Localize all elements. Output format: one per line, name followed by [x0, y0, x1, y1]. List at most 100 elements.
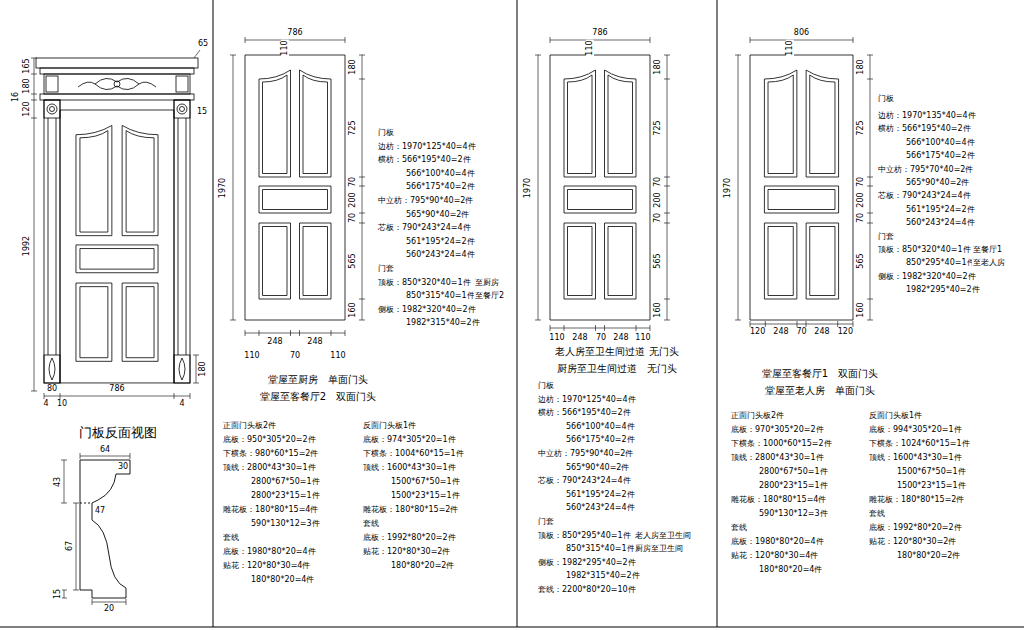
dimension-text: 67: [66, 540, 74, 552]
spec-text: 1500*23*15=1件: [896, 482, 967, 490]
spec-text: 门板: [537, 382, 555, 390]
spec-text: 248: [266, 338, 283, 346]
door-frame: [44, 355, 60, 383]
spec-text: 4: [42, 400, 49, 408]
door-frame: [176, 76, 188, 92]
spec-text: 850*315*40=1件: [565, 545, 636, 553]
dimension-text: 120: [23, 100, 31, 117]
spec-text: 门套: [877, 233, 895, 241]
spec-text: 套线: [222, 534, 240, 542]
spec-text: 老人房至卫生间: [634, 532, 692, 540]
spec-text: 雕花板：180*80*15=4件: [730, 496, 827, 504]
spec-text: 786: [591, 29, 608, 37]
spec-text: 反面门头板1件: [868, 412, 923, 420]
spec-text: 1982*315*40=2件: [565, 572, 641, 580]
spec-text: 248: [306, 338, 323, 346]
spec-text: 565*90*40=2件: [405, 211, 470, 219]
spec-text: 雕花板：180*80*15=2件: [362, 506, 459, 514]
spec-text: 110: [634, 334, 651, 342]
dimension-line: [750, 37, 853, 43]
door-frame: [36, 58, 198, 383]
dimension-line: [31, 58, 37, 391]
dimension-line: [550, 37, 650, 43]
spec-text: 1500*67*50=1件: [390, 478, 461, 486]
spec-text: 雕花板：180*80*15=2件: [868, 496, 965, 504]
dimension-text: 15: [54, 588, 62, 600]
spec-text: 4: [178, 400, 185, 408]
spec-text: 1500*23*15=1件: [390, 492, 461, 500]
door-leaf: [60, 110, 174, 383]
spec-text: 套线：2200*80*20=10件: [537, 586, 637, 594]
spec-text: 110: [329, 352, 346, 360]
spec-text: 566*175*40=2件: [405, 183, 476, 191]
spec-text: 顶板：850*295*40=1件: [537, 532, 632, 540]
dimension-line: [31, 50, 200, 399]
spec-text: 芯板：790*243*24=4件: [877, 192, 972, 200]
spec-text: 80: [46, 385, 58, 393]
door-frame: [44, 100, 60, 118]
spec-text: 1982*295*40=2件: [905, 286, 981, 294]
dimension-text: 1970: [524, 177, 532, 199]
dimension-text: 180: [199, 360, 207, 377]
dimension-line: [194, 50, 200, 58]
door-frame: [36, 58, 198, 68]
dimension-line: [735, 55, 741, 320]
dimension-text: 1970: [219, 177, 227, 199]
dimension-text: 160: [349, 301, 357, 318]
spec-text: 顶板：850*320*40=1件: [877, 246, 972, 254]
sheet-border: [0, 627, 1024, 628]
door-frame: [177, 104, 187, 114]
dimension-text: 725: [857, 119, 865, 136]
sheet-border: [213, 0, 214, 627]
door-frame: [47, 104, 57, 114]
spec-text: 横枋：566*195*40=2件: [377, 156, 472, 164]
dimension-text: 70: [349, 175, 357, 187]
sheet-border: [717, 0, 718, 627]
door-frame: [44, 100, 60, 383]
spec-text: 门板: [877, 95, 895, 103]
spec-text: 下横条：1024*60*15=1件: [868, 440, 971, 448]
spec-text: 64: [99, 446, 111, 454]
spec-text: 590*130*12=3件: [758, 510, 829, 518]
dimension-line: [664, 55, 670, 320]
spec-text: 正面门头板2件: [222, 422, 277, 430]
spec-text: 180*80*20=4件: [250, 576, 315, 584]
moulding-profile: [80, 460, 130, 598]
spec-text: 850*315*40=1件: [405, 292, 476, 300]
dimension-text: 70: [857, 212, 865, 224]
dimension-line: [61, 453, 130, 605]
caption-text: 堂屋至厨房 单面门头: [267, 375, 369, 385]
spec-text: 至餐厅2: [474, 292, 505, 300]
spec-text: 横枋：566*195*40=2件: [877, 125, 972, 133]
dimension-text: 110: [281, 39, 289, 56]
spec-text: 顶线：2800*43*30=1件: [730, 454, 825, 462]
door-frame: [40, 94, 194, 100]
door-frame: [44, 74, 190, 94]
spec-text: 120: [837, 328, 854, 336]
spec-text: 1982*315*40=2件: [405, 319, 481, 327]
caption-text: 厨房至卫生间过道 无门头: [556, 364, 678, 374]
spec-text: 底板：1992*80*20=2件: [868, 524, 963, 532]
dimension-text: 725: [654, 119, 662, 136]
spec-text: 566*175*40=2件: [565, 436, 636, 444]
spec-text: 65: [197, 40, 209, 48]
spec-text: 2800*67*50=1件: [758, 468, 829, 476]
dimension-text: 565: [857, 252, 865, 269]
spec-text: 561*195*24=2件: [905, 206, 976, 214]
dimension-line: [44, 393, 190, 399]
door-frame: [48, 118, 186, 355]
door-frame: [174, 100, 190, 118]
spec-text: 70: [795, 328, 807, 336]
dimension-text: 110: [786, 39, 794, 56]
spec-text: 底板：994*305*20=1件: [868, 426, 963, 434]
spec-text: 590*130*12=3件: [250, 520, 321, 528]
door-frame: [78, 82, 156, 87]
dimension-text: 160: [654, 301, 662, 318]
spec-text: 至厨房: [474, 279, 500, 287]
door-frame: [95, 78, 139, 89]
dimension-text: 16: [12, 91, 20, 103]
spec-text: 雕花板：180*80*15=4件: [222, 506, 319, 514]
dimension-text: 165: [23, 57, 31, 74]
